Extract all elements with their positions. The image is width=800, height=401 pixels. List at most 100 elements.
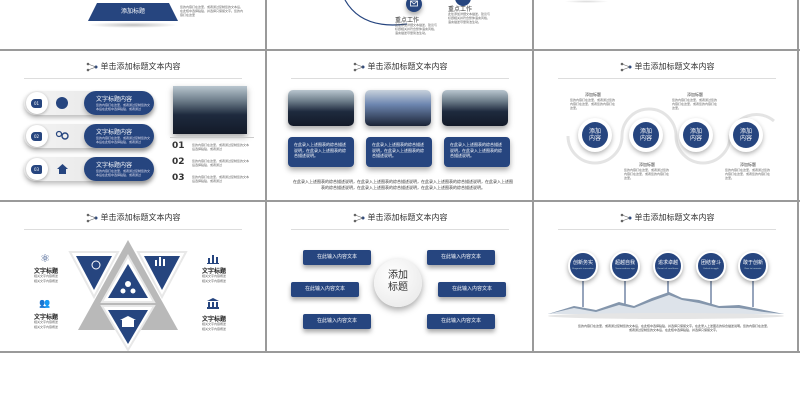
shadow-fragment: [564, 0, 609, 3]
grid-divider: [0, 49, 800, 51]
police-photo: [288, 90, 354, 126]
value-title: 创新务实: [572, 260, 593, 266]
mountain-graphic: [548, 277, 784, 319]
content-circle: 添加内容: [582, 122, 608, 148]
content-button[interactable]: 在此输入内容文本: [438, 282, 506, 297]
slide-thumbnail[interactable]: 单击添加标题文本内容 在此录入上述图表的综合描述说明，在此录入上述图表的综合描述…: [267, 51, 532, 200]
value-subtitle: Dare to innovate: [744, 268, 762, 270]
value-subtitle: United struggle: [703, 268, 719, 270]
grid-divider: [0, 351, 800, 353]
header-title: 单击添加标题文本内容: [634, 62, 715, 71]
slide-thumbnail-grid: 添加标题 您的内容打在这里，或者通过复制您的文本后，在此框中选择粘贴，并选择只保…: [0, 0, 800, 353]
caption-desc: 您的内容打在这里，或者通过您的内容打在这里，或者您的内容打在这里。: [672, 98, 718, 110]
slide-header: 单击添加标题文本内容: [24, 59, 242, 79]
list-number: 01: [172, 141, 185, 151]
header-title: 单击添加标题文本内容: [100, 213, 181, 222]
caption-title: 添加标题: [687, 92, 703, 97]
grid-divider: [265, 0, 267, 353]
slide-thumbnail[interactable]: 添加标题 您的内容打在这里，或者通过复制您的文本后，在此框中选择粘贴，并选择只保…: [0, 0, 265, 49]
value-circle: 追求卓越 Pursuit of excellence: [653, 251, 683, 281]
center-title-circle: 添加标题: [374, 259, 422, 307]
share-nodes-icon: [620, 62, 631, 71]
item-number: 01: [31, 99, 42, 108]
slide-thumbnail[interactable]: 单击添加标题文本内容 添加内容 添加内容 添加内容 添加内容 添加标题 您的内容…: [534, 51, 797, 200]
content-button[interactable]: 在此输入内容文本: [303, 314, 371, 329]
globe-icon: [56, 97, 68, 109]
grid-divider: [0, 200, 800, 202]
police-photo: [173, 86, 247, 134]
block-desc: 相关文字内容概述: [33, 274, 58, 278]
block-title: 文字标题: [33, 268, 58, 275]
node-desc: 此处添加详细文本描述，建议与标题相关并符合整体语言风格，语言描述尽量简洁生动。: [395, 23, 438, 35]
police-photo: [365, 90, 431, 126]
police-photo: [442, 90, 508, 126]
share-nodes-icon: [86, 213, 97, 222]
block-desc: 相关文字内容概述: [201, 279, 226, 283]
content-button[interactable]: 在此输入内容文本: [303, 250, 371, 265]
list-item-label-bg: [84, 124, 154, 148]
hexagram-graphic: [68, 240, 188, 351]
node-desc: 此处添加详细文本描述，建议与标题相关并符合整体语言风格，语言描述尽量简洁生动。: [448, 12, 491, 24]
block-title: 文字标题: [33, 314, 58, 321]
node-circle: [455, 0, 471, 6]
footer-text: 您的内容打在这里，或者通过复制您的文本后，在此框中选择粘贴，并选择只保留文字。在…: [578, 324, 771, 332]
block-title: 文字标题: [201, 316, 226, 323]
caption-title: 添加标题: [585, 92, 601, 97]
footer-text: 在此录入上述图表的综合描述说明，在此录入上述图表的综合描述说明，在此录入上述图表…: [293, 179, 513, 190]
caption-desc: 您的内容打在这里，或者通过您的内容打在这里，或者您的内容打在这里。: [570, 98, 616, 110]
atom-icon: ⚛: [40, 252, 50, 265]
header-title: 单击添加标题文本内容: [367, 213, 448, 222]
node-title: 重点工作: [448, 6, 473, 13]
item-title: 文字标题内容: [96, 96, 133, 103]
item-desc: 您的内容打在这里，或者通过复制您的文本后在此框中选择粘贴，或者通过: [96, 103, 151, 111]
grid-divider: [532, 0, 534, 353]
slide-thumbnail[interactable]: 单击添加标题文本内容 01 文字标题内容 您的内容打在这里，或者通过复制您的文本…: [0, 51, 265, 200]
share-nodes-icon: [353, 213, 364, 222]
content-button[interactable]: 在此输入内容文本: [427, 250, 495, 265]
share-nodes-icon: [620, 213, 631, 222]
slide-header: 单击添加标题文本内容: [558, 210, 776, 230]
value-title: 追求卓越: [657, 260, 678, 266]
caption-desc: 您的内容打在这里，或者通过您的内容打在这里，或者您的内容打在这里。: [725, 168, 771, 180]
slide-thumbnail[interactable]: 重点工作 此处添加详细文本描述，建议与标题相关并符合整体语言风格，语言描述尽量简…: [267, 0, 532, 49]
title-banner: [88, 3, 178, 21]
slide-header: 单击添加标题文本内容: [291, 59, 509, 79]
value-subtitle: Pragmatic innovation: [572, 268, 594, 270]
slide-header: 单击添加标题文本内容: [558, 59, 776, 79]
slide-thumbnail[interactable]: 单击添加标题文本内容 添加标题 在此输入内容文本 在此输入内容文本 在此输入内容…: [267, 202, 532, 351]
header-title: 单击添加标题文本内容: [100, 62, 181, 71]
list-item-label-bg: [84, 91, 154, 115]
curve-connector: [344, 0, 408, 26]
bank-icon: [207, 298, 219, 309]
center-title: 添加标题: [388, 270, 408, 293]
list-number: 03: [172, 173, 185, 183]
value-circle: 超越自我 Transcendence ego: [610, 251, 640, 281]
caption-title: 添加标题: [639, 162, 655, 167]
slide-thumbnail[interactable]: [534, 0, 797, 49]
value-circle: 敢于创新 Dare to innovate: [738, 251, 768, 281]
people-icon: 👥: [39, 299, 51, 309]
header-title: 单击添加标题文本内容: [367, 62, 448, 71]
description-card: 在此录入上述图表的综合描述说明，在此录入上述图表的综合描述说明。: [366, 137, 432, 167]
divider: [170, 137, 254, 138]
item-desc: 您的内容打在这里，或者通过复制您的文本后在此框中选择粘贴，或者通过: [96, 136, 151, 144]
content-button[interactable]: 在此输入内容文本: [427, 314, 495, 329]
item-number: 02: [31, 132, 42, 141]
slide-thumbnail[interactable]: 单击添加标题文本内容 创新务实 Pragmatic innovation 超越自…: [534, 202, 797, 351]
value-title: 团结奋斗: [700, 260, 721, 266]
value-circle: 创新务实 Pragmatic innovation: [568, 251, 598, 281]
value-subtitle: Pursuit of excellence: [657, 268, 679, 270]
value-subtitle: Transcendence ego: [615, 268, 635, 270]
header-title: 单击添加标题文本内容: [634, 213, 715, 222]
caption-title: 添加标题: [740, 162, 756, 167]
description-card: 在此录入上述图表的综合描述说明，在此录入上述图表的综合描述说明。: [288, 137, 354, 167]
block-desc: 相关文字内容概述: [201, 327, 226, 331]
block-desc: 相关文字内容概述: [33, 279, 58, 283]
content-circle: 添加内容: [683, 122, 709, 148]
banner-shadow: [88, 22, 178, 28]
block-title: 文字标题: [201, 268, 226, 275]
content-button[interactable]: 在此输入内容文本: [291, 282, 359, 297]
slide-thumbnail[interactable]: 单击添加标题文本内容 ⚛ 文字标题 相关文字内容概述 相关文字内容概述 👥 文字…: [0, 202, 265, 351]
bar-chart-icon: [207, 255, 219, 264]
item-title: 文字标题内容: [96, 129, 133, 136]
